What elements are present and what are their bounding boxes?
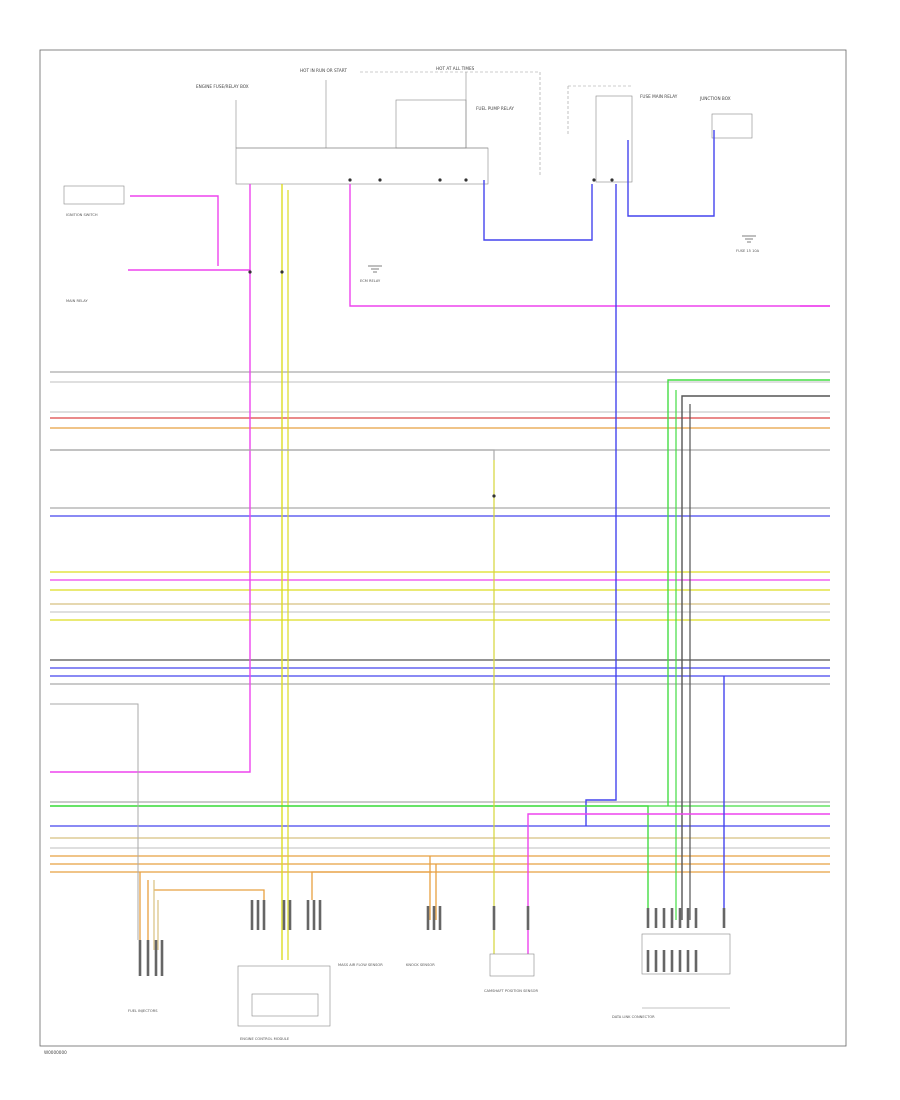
relay-box: [395, 99, 467, 149]
orange-injectors: [311, 856, 437, 920]
label-main-relay: MAIN RELAY: [66, 299, 88, 303]
label-engine-fuse: ENGINE FUSE/RELAY BOX: [196, 84, 249, 89]
junction-dot-2: [492, 494, 496, 498]
camshaft-sensor-box: [489, 953, 535, 977]
wire-group: [50, 130, 830, 960]
label-junction-box: JUNCTION BOX: [699, 96, 731, 101]
blue-long-drop: [585, 184, 617, 826]
left-module-box: [63, 185, 125, 205]
label-fuel-injectors: FUEL INJECTORS: [128, 1009, 158, 1013]
ecm-box: [237, 965, 331, 1027]
data-link-box: [641, 933, 731, 975]
junction-dot-0: [248, 270, 252, 274]
junction-dot-7: [592, 178, 596, 182]
label-hot-in-run: HOT IN RUN OR START: [300, 68, 347, 73]
gray-fuel-inj: [50, 703, 139, 940]
label-fuse-main: FUSE MAIN RELAY: [640, 94, 678, 99]
pink-feed-right: [349, 184, 830, 307]
junction-dot-3: [348, 178, 352, 182]
label-camshaft: CAMSHAFT POSITION SENSOR: [484, 989, 538, 993]
blue-top-loop: [483, 180, 593, 241]
blue-fuse-junction: [627, 130, 715, 217]
label-data-link: DATA LINK CONNECTOR: [612, 1015, 655, 1019]
junction-dot-8: [610, 178, 614, 182]
junction-box: [711, 113, 753, 139]
label-hot-all-times: HOT AT ALL TIMES: [436, 66, 475, 71]
diagram-frame: [39, 49, 847, 1047]
junction-dot-1: [280, 270, 284, 274]
fuse-main-relay-box: [595, 95, 633, 183]
engine-fuse-box: [235, 147, 489, 185]
junction-dot-5: [438, 178, 442, 182]
ecm-inner-box: [251, 993, 319, 1017]
label-knock-sensor: KNOCK SENSOR: [406, 963, 435, 967]
label-fuel-pump-relay: FUEL PUMP RELAY: [476, 106, 514, 111]
connector-group: [138, 178, 726, 976]
junction-dot-4: [378, 178, 382, 182]
pink-vertical: [50, 195, 251, 773]
label-ignition-switch: IGNITION SWITCH: [66, 213, 98, 217]
label-ecm-relay: ECM RELAY: [360, 279, 381, 283]
gray-camshaft: [50, 449, 495, 954]
tan-fuel-inj: [153, 880, 159, 950]
label-fuse-15: FUSE 15 10A: [736, 249, 760, 253]
label-ecm: ENGINE CONTROL MODULE: [240, 1037, 290, 1041]
orange-fuel-inj: [139, 872, 265, 940]
junction-dot-6: [464, 178, 468, 182]
label-mass-air-flow: MASS AIR FLOW SENSOR: [338, 963, 383, 967]
green-right: [50, 379, 830, 920]
footer-code: W0000000: [44, 1050, 67, 1055]
ground-symbols: [368, 235, 756, 273]
violet-camshaft: [527, 813, 830, 954]
black-right: [681, 395, 830, 920]
